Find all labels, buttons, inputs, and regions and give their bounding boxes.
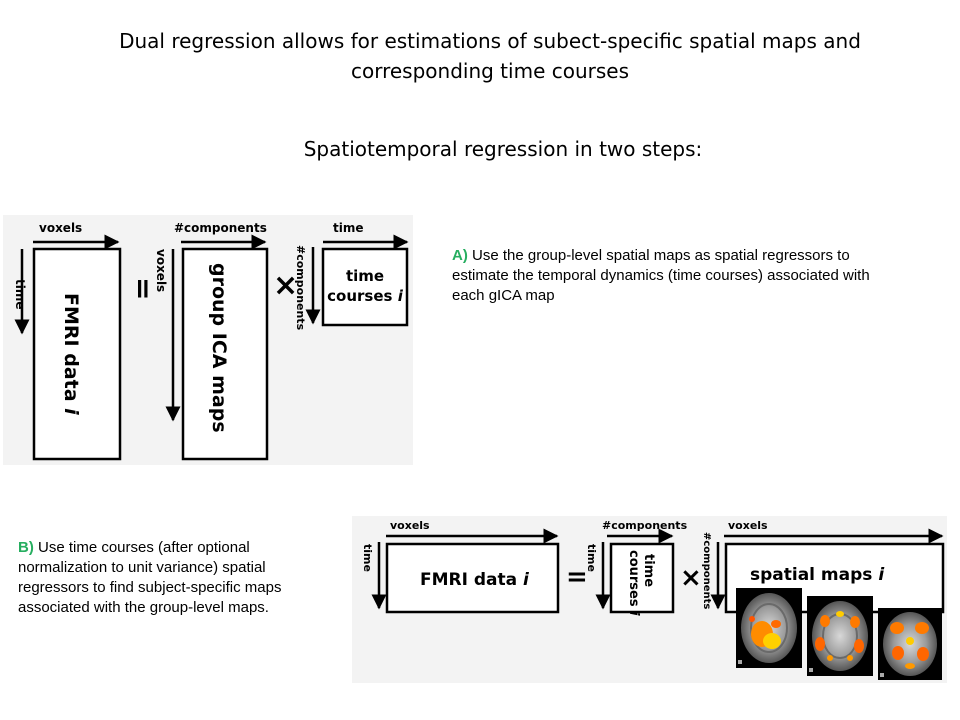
panel-b-diagram: voxels time FMRI data i = #components ti…	[352, 516, 947, 683]
panel-a-diagram: voxels time FMRI data i = #components vo…	[3, 215, 413, 465]
a-time-courses-box	[321, 247, 409, 327]
b-fmri-box	[385, 542, 560, 614]
b-components-vertical-label: #components	[701, 532, 712, 609]
a-fmri-text: FMRI data i	[60, 293, 82, 415]
caption-b-label: B)	[18, 539, 34, 556]
b-components-label: #components	[602, 519, 688, 532]
a-group-ica-box	[181, 247, 269, 461]
a-fmri-box	[32, 247, 122, 461]
b-voxels2-label: voxels	[728, 519, 768, 532]
a-time-courses-line1: time	[346, 267, 384, 285]
caption-a: A) Use the group-level spatial maps as s…	[452, 246, 902, 306]
a-voxels-vertical-label: voxels	[154, 249, 168, 292]
a-components-label: #components	[174, 221, 267, 235]
caption-b-text: Use time courses (after optional normali…	[18, 539, 282, 616]
slide-title: Dual regression allows for estimations o…	[119, 29, 861, 83]
a-time-courses-line2: courses i	[327, 287, 404, 305]
caption-b: B) Use time courses (after optional norm…	[18, 538, 336, 618]
caption-a-label: A)	[452, 247, 468, 264]
b-fmri-text: FMRI data i	[420, 570, 530, 590]
a-voxels-label: voxels	[39, 221, 82, 235]
a-group-ica-text: group ICA maps	[208, 263, 230, 433]
panel-a-svg: voxels time FMRI data i = #components vo…	[13, 221, 409, 461]
panel-b-svg: voxels time FMRI data i = #components ti…	[361, 519, 945, 680]
b-time-courses-box	[609, 542, 675, 614]
brain-image-3	[878, 608, 942, 680]
a-time-label: time	[13, 279, 27, 310]
a-time-top-label: time	[333, 221, 364, 235]
b-time-label: time	[361, 544, 374, 572]
brain-image-2	[807, 596, 873, 676]
b-voxels-label: voxels	[390, 519, 430, 532]
brain-image-1	[736, 588, 802, 668]
b-equals-sign: =	[566, 562, 588, 592]
b-time-vertical-label: time	[585, 544, 598, 572]
a-times-sign: ×	[273, 268, 298, 303]
b-time-courses-line1: time	[641, 554, 656, 587]
b-times-sign: ×	[680, 563, 702, 593]
a-components-vertical-label: #components	[294, 245, 307, 331]
caption-a-text: Use the group-level spatial maps as spat…	[452, 247, 870, 304]
slide-subtitle: Spatiotemporal regression in two steps:	[303, 137, 703, 161]
b-spatial-maps-text: spatial maps i	[750, 565, 885, 585]
a-equals-sign: =	[127, 277, 160, 300]
b-time-courses-line2: courses i	[626, 550, 641, 616]
